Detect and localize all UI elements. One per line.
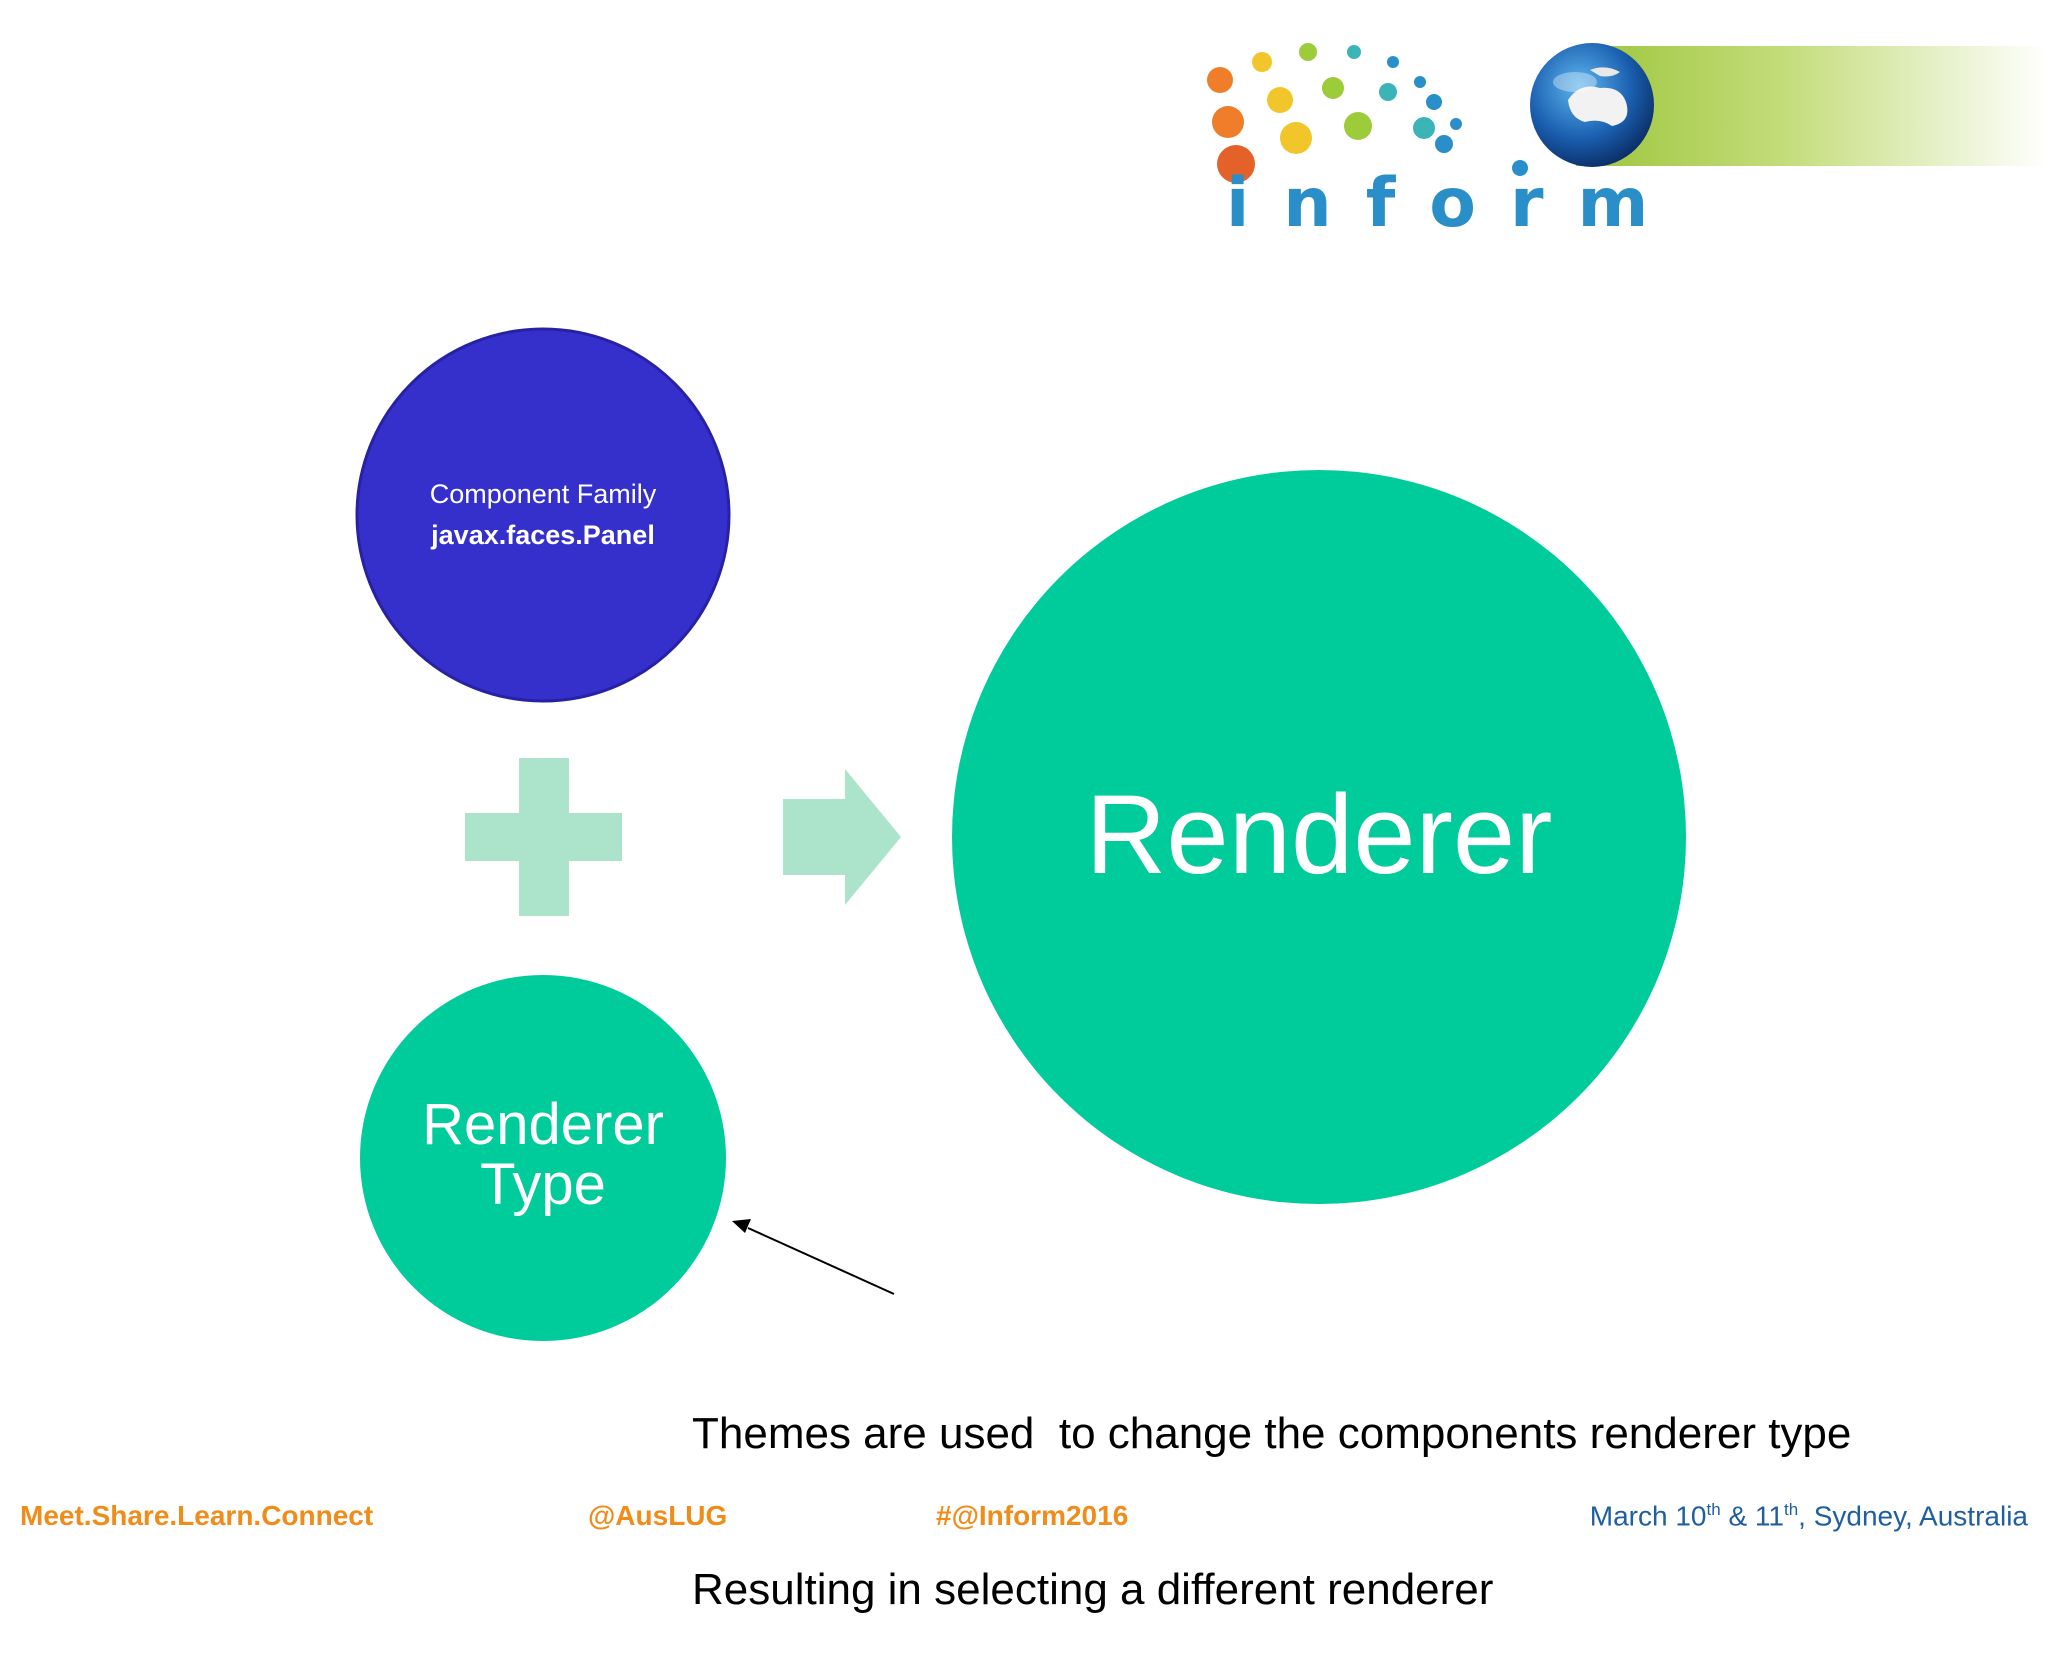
footer-bar: Meet.Share.Learn.Connect @AusLUG #@Infor… bbox=[0, 1496, 2048, 1536]
logo-dot bbox=[1426, 94, 1442, 110]
logo-dot bbox=[1299, 43, 1317, 61]
caption-line-2: Resulting in selecting a different rende… bbox=[692, 1565, 1494, 1614]
right-arrow-icon bbox=[783, 769, 901, 905]
annotation-caption: Themes are used to change the components… bbox=[692, 1304, 1992, 1668]
logo-dot bbox=[1347, 45, 1361, 59]
renderer-diagram: Component Family javax.faces.Panel Rende… bbox=[355, 327, 1686, 1341]
component-family-label: Component Family bbox=[430, 479, 657, 509]
logo-dot bbox=[1414, 76, 1426, 88]
logo-dot bbox=[1512, 160, 1528, 176]
logo-dot bbox=[1322, 77, 1344, 99]
logo-dot bbox=[1207, 67, 1233, 93]
date-sup-1: th bbox=[1706, 1500, 1721, 1519]
component-family-circle bbox=[355, 327, 731, 703]
inform-logo bbox=[1207, 43, 1654, 183]
logo-wordmark: inform bbox=[1226, 164, 1683, 243]
logo-dot bbox=[1413, 117, 1435, 139]
footer-tagline: Meet.Share.Learn.Connect bbox=[20, 1500, 374, 1531]
footer-hashtag[interactable]: #@Inform2016 bbox=[936, 1500, 1129, 1531]
component-family-value: javax.faces.Panel bbox=[430, 520, 655, 550]
logo-dot bbox=[1344, 112, 1372, 140]
logo-dot bbox=[1435, 135, 1453, 153]
logo-dot bbox=[1387, 56, 1399, 68]
logo-dot bbox=[1252, 52, 1272, 72]
date-part-3: , Sydney, Australia bbox=[1798, 1500, 2028, 1532]
logo-dots bbox=[1207, 43, 1528, 183]
logo-dot bbox=[1212, 106, 1244, 138]
globe-icon bbox=[1530, 43, 1654, 167]
date-sup-2: th bbox=[1783, 1500, 1799, 1519]
caption-line-1: Themes are used to change the components… bbox=[692, 1409, 1852, 1458]
footer-event-date: March 10th & 11th, Sydney, Australia bbox=[1590, 1500, 2028, 1532]
renderer-type-line2: Type bbox=[480, 1152, 606, 1217]
date-part-2: & 11 bbox=[1720, 1500, 1784, 1532]
renderer-label: Renderer bbox=[1086, 772, 1553, 897]
header-gradient-band bbox=[1576, 46, 2048, 166]
date-part-1: March 10 bbox=[1589, 1500, 1707, 1532]
renderer-type-line1: Renderer bbox=[422, 1092, 664, 1157]
logo-dot bbox=[1450, 118, 1462, 130]
footer-handle[interactable]: @AusLUG bbox=[588, 1500, 728, 1531]
renderer-type-circle bbox=[360, 975, 726, 1341]
logo-dot bbox=[1280, 122, 1312, 154]
annotation-arrow-line bbox=[747, 1227, 895, 1295]
annotation-arrow-head bbox=[732, 1219, 751, 1233]
renderer-circle bbox=[952, 470, 1686, 1204]
logo-dot bbox=[1217, 145, 1255, 183]
plus-icon bbox=[465, 758, 622, 916]
logo-dot bbox=[1379, 83, 1397, 101]
logo-dot bbox=[1267, 87, 1293, 113]
